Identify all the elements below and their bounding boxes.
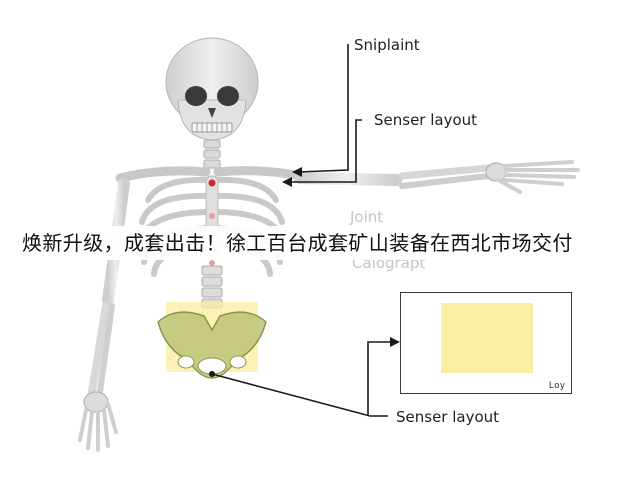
right-eye-socket bbox=[217, 86, 239, 106]
callout-lines bbox=[211, 44, 398, 417]
callout-line-top bbox=[297, 44, 349, 173]
sensor-dot-lower bbox=[209, 260, 215, 266]
pelvis bbox=[157, 311, 267, 379]
inset-corner-label: Loy bbox=[548, 381, 565, 391]
callout-line-upper bbox=[288, 119, 362, 183]
callout-line-inset bbox=[367, 341, 398, 416]
label-sniplaint: Sniplaint bbox=[354, 36, 420, 54]
left-eye-socket bbox=[185, 86, 207, 106]
caption-banner bbox=[0, 226, 640, 260]
sensor-dot-upper bbox=[208, 179, 216, 187]
callout-line-lower bbox=[211, 373, 388, 417]
left-arm bbox=[78, 178, 130, 452]
inset-highlight bbox=[441, 303, 533, 373]
arrowhead-top bbox=[292, 167, 302, 177]
label-senser-layout-upper: Senser layout bbox=[374, 111, 478, 129]
arrowhead-inset bbox=[390, 337, 400, 347]
label-senser-layout-lower: Senser layout bbox=[396, 408, 500, 426]
caption-banner-text: 焕新升级，成套出击！徐工百台成套矿山装备在西北市场交付 bbox=[22, 231, 573, 255]
right-arm bbox=[294, 160, 580, 194]
clavicles bbox=[115, 166, 305, 183]
label-joint: Joint bbox=[350, 208, 384, 226]
inset-panel: Loy bbox=[400, 292, 572, 394]
sensor-dot-middle bbox=[209, 213, 215, 219]
skull bbox=[165, 37, 259, 141]
arrowhead-upper bbox=[282, 177, 292, 187]
